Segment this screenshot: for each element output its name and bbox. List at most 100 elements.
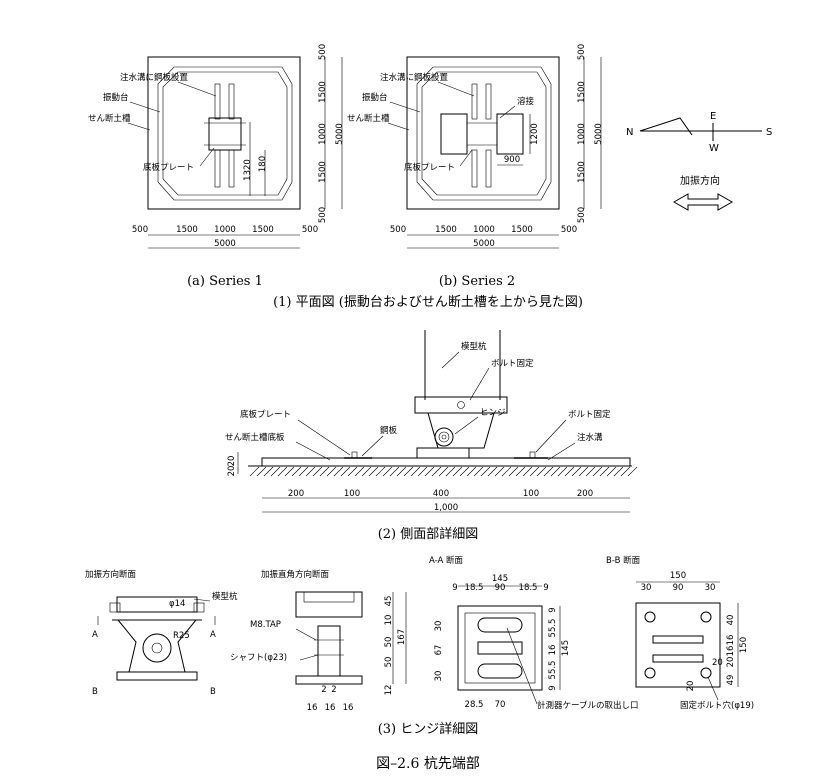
- shear-tank-outline-2: [406, 56, 560, 210]
- svg-text:B: B: [210, 687, 216, 697]
- svg-text:5000: 5000: [335, 123, 345, 145]
- hatch-line: [613, 466, 624, 477]
- hatch-line: [333, 466, 344, 477]
- svg-text:67: 67: [434, 645, 444, 656]
- hatch-line: [263, 466, 274, 477]
- svg-text:18.5: 18.5: [519, 583, 538, 593]
- svg-text:1500: 1500: [318, 81, 328, 103]
- hatch-line: [249, 466, 260, 477]
- section-caption-1: (1) 平面図 (振動台およびせん断土槽を上から見た図): [273, 295, 583, 310]
- svg-text:1500: 1500: [511, 225, 533, 235]
- svg-text:9: 9: [548, 607, 558, 612]
- hatch-line: [466, 466, 477, 477]
- cable-outlet-label: 計測器ケーブルの取出し口: [537, 700, 639, 711]
- svg-text:70: 70: [495, 700, 506, 710]
- svg-text:150: 150: [739, 637, 749, 653]
- svg-text:1320: 1320: [243, 159, 253, 181]
- svg-text:500: 500: [318, 44, 328, 60]
- hatch-line: [487, 466, 498, 477]
- svg-text:A: A: [210, 630, 216, 640]
- svg-text:45: 45: [384, 596, 394, 607]
- hatch-line: [508, 466, 519, 477]
- svg-text:100: 100: [523, 489, 539, 499]
- excitation-direction-label: 加振方向: [680, 174, 720, 187]
- caption-series-2: (b) Series 2: [439, 274, 515, 289]
- svg-text:溶接: 溶接: [517, 96, 535, 107]
- svg-text:5000: 5000: [214, 239, 236, 249]
- hatch-line: [256, 466, 267, 477]
- svg-text:注水溝に鋼板設置: 注水溝に鋼板設置: [380, 72, 449, 83]
- hatch-line: [592, 466, 603, 477]
- caption-series-1: (a) Series 1: [187, 274, 263, 289]
- svg-text:150: 150: [670, 571, 686, 581]
- svg-text:30: 30: [434, 621, 444, 632]
- svg-text:28.5: 28.5: [465, 700, 484, 710]
- hatch-line: [277, 466, 288, 477]
- svg-text:1500: 1500: [577, 161, 587, 183]
- hatch-line: [585, 466, 596, 477]
- svg-text:ボルト固定: ボルト固定: [491, 358, 534, 369]
- plan-series-1: 注水溝に鋼板設置 振動台 せん断土槽 底板プレート 500 1500 1000 …: [88, 44, 345, 289]
- svg-text:16: 16: [343, 703, 354, 713]
- hatch-line: [396, 466, 407, 477]
- hatch-line: [305, 466, 316, 477]
- shear-tank-outline: [147, 56, 301, 210]
- hatch-line: [438, 466, 449, 477]
- svg-text:加振方向断面: 加振方向断面: [85, 569, 137, 580]
- hatch-line: [382, 466, 393, 477]
- svg-text:1500: 1500: [176, 225, 198, 235]
- label-shake-table: 振動台: [103, 92, 129, 103]
- svg-text:2: 2: [331, 685, 336, 695]
- svg-text:180: 180: [258, 156, 268, 172]
- svg-text:R25: R25: [173, 631, 190, 641]
- svg-text:500: 500: [132, 225, 148, 235]
- svg-text:30: 30: [434, 671, 444, 682]
- svg-text:30: 30: [705, 583, 716, 593]
- shake-table-outline: [157, 66, 293, 201]
- svg-text:145: 145: [492, 574, 508, 584]
- tank-floor: [261, 457, 631, 467]
- svg-text:5000: 5000: [473, 239, 495, 249]
- double-arrow-icon: [672, 193, 734, 211]
- hatch-line: [417, 466, 428, 477]
- hatch-line: [361, 466, 372, 477]
- svg-text:加振直角方向断面: 加振直角方向断面: [261, 569, 330, 580]
- svg-text:200: 200: [288, 489, 304, 499]
- svg-text:せん断土槽底板: せん断土槽底板: [225, 432, 285, 443]
- svg-text:1500: 1500: [577, 81, 587, 103]
- hatch-line: [459, 466, 470, 477]
- hatch-line: [354, 466, 365, 477]
- hatch-line: [494, 466, 505, 477]
- hatch-line: [536, 466, 547, 477]
- svg-text:20: 20: [686, 681, 696, 692]
- hatch-line: [550, 466, 561, 477]
- hatch-line: [606, 466, 617, 477]
- hatch-line: [529, 466, 540, 477]
- hatch-line: [557, 466, 568, 477]
- svg-text:E: E: [710, 111, 716, 122]
- svg-text:55.5: 55.5: [548, 661, 558, 680]
- svg-text:20: 20: [227, 466, 237, 477]
- svg-text:50: 50: [384, 637, 394, 648]
- svg-text:1000: 1000: [577, 123, 587, 145]
- svg-text:50: 50: [384, 657, 394, 668]
- svg-text:100: 100: [344, 489, 360, 499]
- hatch-line: [620, 466, 631, 477]
- svg-text:30: 30: [641, 583, 652, 593]
- hatch-line: [571, 466, 582, 477]
- figure-caption: 図–2.6 杭先端部: [376, 756, 480, 772]
- svg-text:16: 16: [726, 646, 736, 657]
- hatch-line: [599, 466, 610, 477]
- svg-text:2: 2: [321, 685, 326, 695]
- svg-text:500: 500: [302, 225, 318, 235]
- hatch-line: [445, 466, 456, 477]
- hatch-line: [424, 466, 435, 477]
- svg-text:B-B 断面: B-B 断面: [606, 555, 641, 566]
- svg-text:18.5: 18.5: [465, 583, 484, 593]
- svg-text:5000: 5000: [594, 123, 604, 145]
- svg-text:模型杭: 模型杭: [212, 591, 238, 602]
- svg-text:9: 9: [548, 685, 558, 690]
- hatch-line: [410, 466, 421, 477]
- hatch-line: [347, 466, 358, 477]
